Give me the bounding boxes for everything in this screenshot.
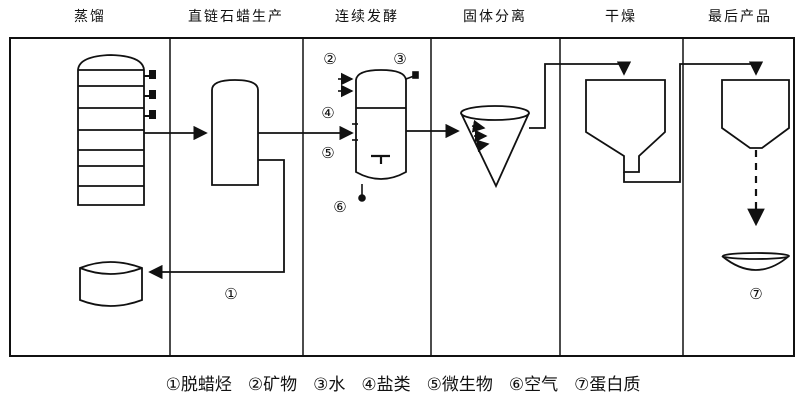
marker-air: ⑥ [333, 198, 347, 216]
stage-title-fermentation: 连续发酵 [335, 9, 399, 25]
stage-title-solid-separation: 固体分离 [463, 9, 527, 25]
legend-item-water: ③水 [313, 375, 346, 395]
column-side-outlets [144, 70, 156, 119]
legend-item-protein: ⑦蛋白质 [574, 375, 641, 395]
legend-item-air: ⑥空气 [508, 375, 559, 395]
product-bowl [721, 252, 790, 271]
legend-item-minerals: ②矿物 [247, 375, 298, 395]
marker-microorganisms: ⑤ [321, 144, 335, 162]
stage-title-distillation: 蒸馏 [74, 9, 106, 25]
legend-item-salts: ④盐类 [361, 375, 411, 395]
marker-dewaxed-hydrocarbon: ① [224, 285, 238, 303]
paraffin-vessel [211, 79, 259, 186]
marker-protein: ⑦ [749, 285, 763, 303]
fermenter-inlets [338, 71, 419, 202]
dryer-hopper [585, 79, 666, 173]
flow-dryer-to-product [623, 61, 764, 183]
stage-dividers [169, 38, 684, 356]
stage-title-drying: 干燥 [605, 9, 637, 25]
legend: ①脱蜡烃 ②矿物 ③水 ④盐类 ⑤微生物 ⑥空气 ⑦蛋白质 [0, 370, 806, 395]
flow-return-to-drum [148, 159, 285, 280]
distillation-column [77, 54, 145, 206]
separator-nozzles [471, 119, 490, 153]
legend-item-dewaxed-hydrocarbon: ①脱蜡烃 [165, 375, 232, 395]
product-hopper [721, 79, 790, 149]
marker-salts: ④ [321, 104, 335, 122]
stage-title-final-product: 最后产品 [708, 9, 772, 25]
cone-separator [460, 105, 530, 189]
fermenter-agitator [371, 154, 390, 164]
fermenter [355, 69, 407, 180]
marker-water: ③ [393, 50, 407, 68]
outer-frame [9, 37, 795, 357]
legend-item-microorganisms: ⑤微生物 [426, 375, 493, 395]
marker-minerals: ② [323, 50, 337, 68]
stage-title-paraffin-production: 直链石蜡生产 [188, 9, 284, 25]
dewaxed-storage-drum [79, 261, 143, 307]
flow-separator-to-dryer [529, 61, 632, 129]
